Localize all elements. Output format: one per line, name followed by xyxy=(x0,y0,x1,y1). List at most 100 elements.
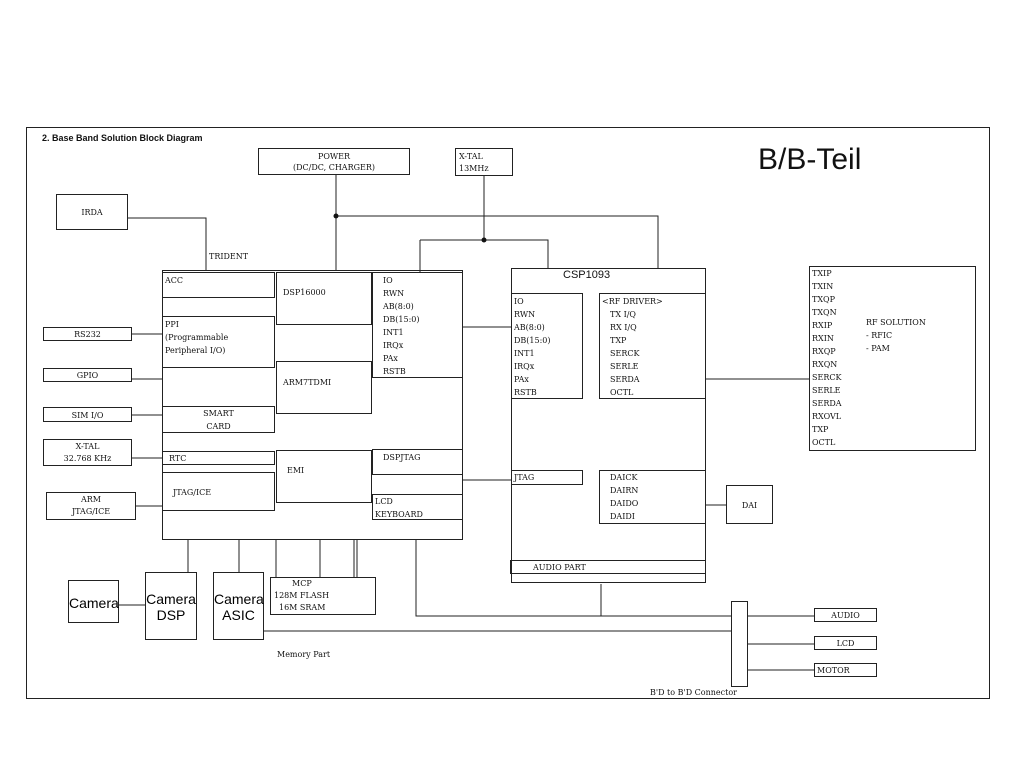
motor-label: MOTOR xyxy=(817,666,850,675)
camera-asic-label-1: Camera xyxy=(214,591,264,607)
wire-power-bus xyxy=(336,215,659,268)
trident-pin: IRQx xyxy=(383,341,404,350)
trident-pin: DB(15:0) xyxy=(383,315,420,324)
rf-solution-pin: TXIP xyxy=(812,269,832,278)
rf-solution-pin: TXQP xyxy=(812,295,835,304)
diagram-title: 2. Base Band Solution Block Diagram xyxy=(42,133,203,143)
smart-card-block: SMART CARD xyxy=(162,406,275,433)
camera-dsp-label-2: DSP xyxy=(156,607,186,623)
keyboard-label: KEYBOARD xyxy=(375,510,423,519)
csp-pin: DB(15:0) xyxy=(514,336,551,345)
dsp16000-block: DSP16000 xyxy=(276,272,372,325)
dai-pin: DAIDI xyxy=(610,512,635,521)
rf-solution-rfic: - RFIC xyxy=(866,331,893,340)
csp-bus-pin-list: IO RWN AB(8:0) DB(15:0) INT1 IRQx PAx RS… xyxy=(514,295,551,399)
rf-solution-pin: OCTL xyxy=(812,438,836,447)
motor-block: MOTOR xyxy=(814,663,877,677)
dsp16000-label: DSP16000 xyxy=(283,288,326,297)
camera-dsp-label-1: Camera xyxy=(146,591,196,607)
rf-solution-pin: RXOVL xyxy=(812,412,842,421)
rf-solution-block: TXIP TXIN TXQP TXQN RXIP RXIN RXQP RXQN … xyxy=(809,266,976,451)
trident-bus-pins: IO RWN AB(8:0) DB(15:0) INT1 IRQx PAx RS… xyxy=(372,272,463,378)
jtag-ice-block: JTAG/ICE xyxy=(162,472,275,511)
camera-asic-block: Camera ASIC xyxy=(213,572,264,640)
dai-pin-list: DAICK DAIRN DAIDO DAIDI xyxy=(610,471,638,523)
bd-connector-label: B'D to B'D Connector xyxy=(650,688,737,697)
lcd-keyboard-block: LCD KEYBOARD xyxy=(372,494,463,520)
xtal-13mhz-block: X-TAL 13MHz xyxy=(455,148,513,176)
dspjtag-label: DSPJTAG xyxy=(383,453,421,462)
camera-block: Camera xyxy=(68,580,119,623)
lcd-label: LCD xyxy=(375,497,393,506)
rf-solution-pin: TXP xyxy=(812,425,829,434)
rtc-block: RTC xyxy=(162,451,275,465)
wire-trident-conn xyxy=(415,540,731,617)
rf-driver-pin: TX I/Q xyxy=(610,310,636,319)
sim-io-label: SIM I/O xyxy=(71,411,104,420)
rf-solution-pin: RXQP xyxy=(812,347,836,356)
power-block: POWER (DC/DC, CHARGER) xyxy=(258,148,410,175)
csp-pin: IO xyxy=(514,297,524,306)
gpio-label: GPIO xyxy=(76,371,99,380)
smart-card-label-2: CARD xyxy=(206,422,231,431)
rf-solution-pin: RXQN xyxy=(812,360,838,369)
ppi-sub-2: Peripheral I/O) xyxy=(165,346,226,355)
rf-solution-pin: SERLE xyxy=(812,386,841,395)
rf-solution-pin: SERCK xyxy=(812,373,842,382)
camera-asic-label-2: ASIC xyxy=(222,607,255,623)
rf-driver-pin: TXP xyxy=(610,336,627,345)
power-sub: (DC/DC, CHARGER) xyxy=(293,163,375,172)
diagram-frame xyxy=(26,127,990,699)
lcd-out-label: LCD xyxy=(836,639,855,648)
csp-pin: RWN xyxy=(514,310,536,319)
xtal-32khz-block: X-TAL 32.768 KHz xyxy=(43,439,132,466)
arm7tdmi-label: ARM7TDMI xyxy=(283,378,332,387)
rtc-label: RTC xyxy=(169,454,187,463)
csp-jtag-block: JTAG xyxy=(511,470,583,485)
power-label: POWER xyxy=(317,152,351,161)
rf-solution-pin: SERDA xyxy=(812,399,842,408)
mcp-label: MCP xyxy=(292,579,312,588)
rs232-label: RS232 xyxy=(74,330,101,339)
dai-block: DAI xyxy=(726,485,773,524)
camera-dsp-block: Camera DSP xyxy=(145,572,197,640)
mcp-sram: 16M SRAM xyxy=(279,603,326,612)
dai-pin: DAIDO xyxy=(610,499,639,508)
csp1093-chip xyxy=(511,268,706,583)
emi-label: EMI xyxy=(287,466,305,475)
camera-label: Camera xyxy=(69,595,119,611)
irda-block: IRDA xyxy=(56,194,128,230)
rf-solution-pin: RXIN xyxy=(812,334,834,343)
emi-block: EMI xyxy=(276,450,372,503)
smart-card-label-1: SMART xyxy=(203,409,234,418)
trident-bus-pin-list: IO RWN AB(8:0) DB(15:0) INT1 IRQx PAx RS… xyxy=(383,274,420,378)
mcp-flash: 128M FLASH xyxy=(274,591,330,600)
arm7tdmi-block: ARM7TDMI xyxy=(276,361,372,414)
csp-bus-pins: IO RWN AB(8:0) DB(15:0) INT1 IRQx PAx RS… xyxy=(511,293,583,399)
ppi-label: PPI xyxy=(165,320,179,329)
lcd-block: LCD xyxy=(814,636,877,650)
rf-solution-pin: TXQN xyxy=(812,308,837,317)
dai-pins-block: DAICK DAIRN DAIDO DAIDI xyxy=(599,470,706,524)
rf-solution-label: RF SOLUTION xyxy=(866,318,926,327)
trident-label: TRIDENT xyxy=(209,252,249,261)
gpio-block: GPIO xyxy=(43,368,132,382)
csp-jtag-label: JTAG xyxy=(514,473,535,482)
jtag-ice-label: JTAG/ICE xyxy=(173,488,212,497)
rs232-block: RS232 xyxy=(43,327,132,341)
csp-pin: AB(8:0) xyxy=(514,323,545,332)
trident-pin: RWN xyxy=(383,289,405,298)
ppi-sub-1: (Programmable xyxy=(165,333,229,342)
side-title: B/B-Teil xyxy=(758,143,862,176)
arm-jtag-block: ARM JTAG/ICE xyxy=(46,492,136,520)
ppi-block: PPI (Programmable Peripheral I/O) xyxy=(162,316,275,368)
xtal-32-freq: 32.768 KHz xyxy=(63,454,112,463)
rf-driver-title: <RF DRIVER> xyxy=(602,297,663,306)
arm-jtag-label: JTAG/ICE xyxy=(71,507,111,516)
trident-pin: RSTB xyxy=(383,367,406,376)
rf-driver-block: <RF DRIVER> TX I/Q RX I/Q TXP SERCK SERL… xyxy=(599,293,706,399)
csp1093-title: CSP1093 xyxy=(563,269,611,281)
audio-part-label: AUDIO PART xyxy=(533,563,586,572)
